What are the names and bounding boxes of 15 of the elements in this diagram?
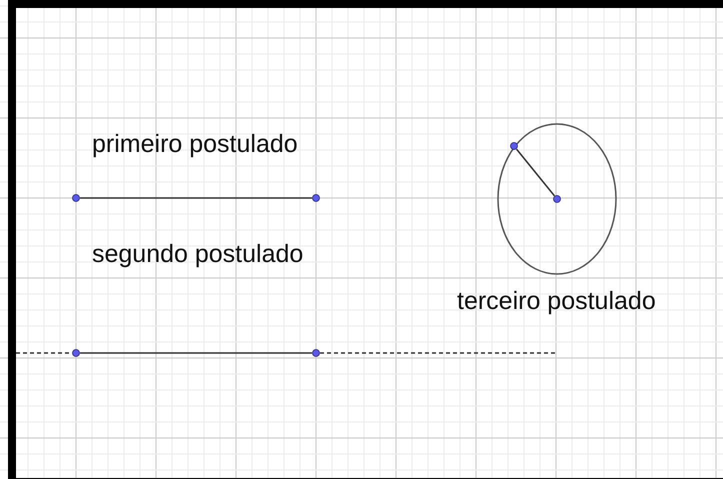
point-dot [509, 141, 519, 151]
dashed-line [16, 352, 72, 354]
point-dot [71, 193, 81, 203]
line-segment [80, 197, 312, 199]
circle [496, 122, 618, 276]
postulate-label: primeiro postulado [92, 130, 298, 159]
point-dot [311, 193, 321, 203]
radius-line [516, 148, 556, 196]
point-dot [71, 348, 81, 358]
point-dot [552, 194, 562, 204]
point-dot [311, 348, 321, 358]
postulate-label: terceiro postulado [457, 287, 656, 316]
line-segment [80, 352, 312, 354]
postulate-label: segundo postulado [92, 240, 304, 269]
dashed-line [320, 352, 557, 354]
